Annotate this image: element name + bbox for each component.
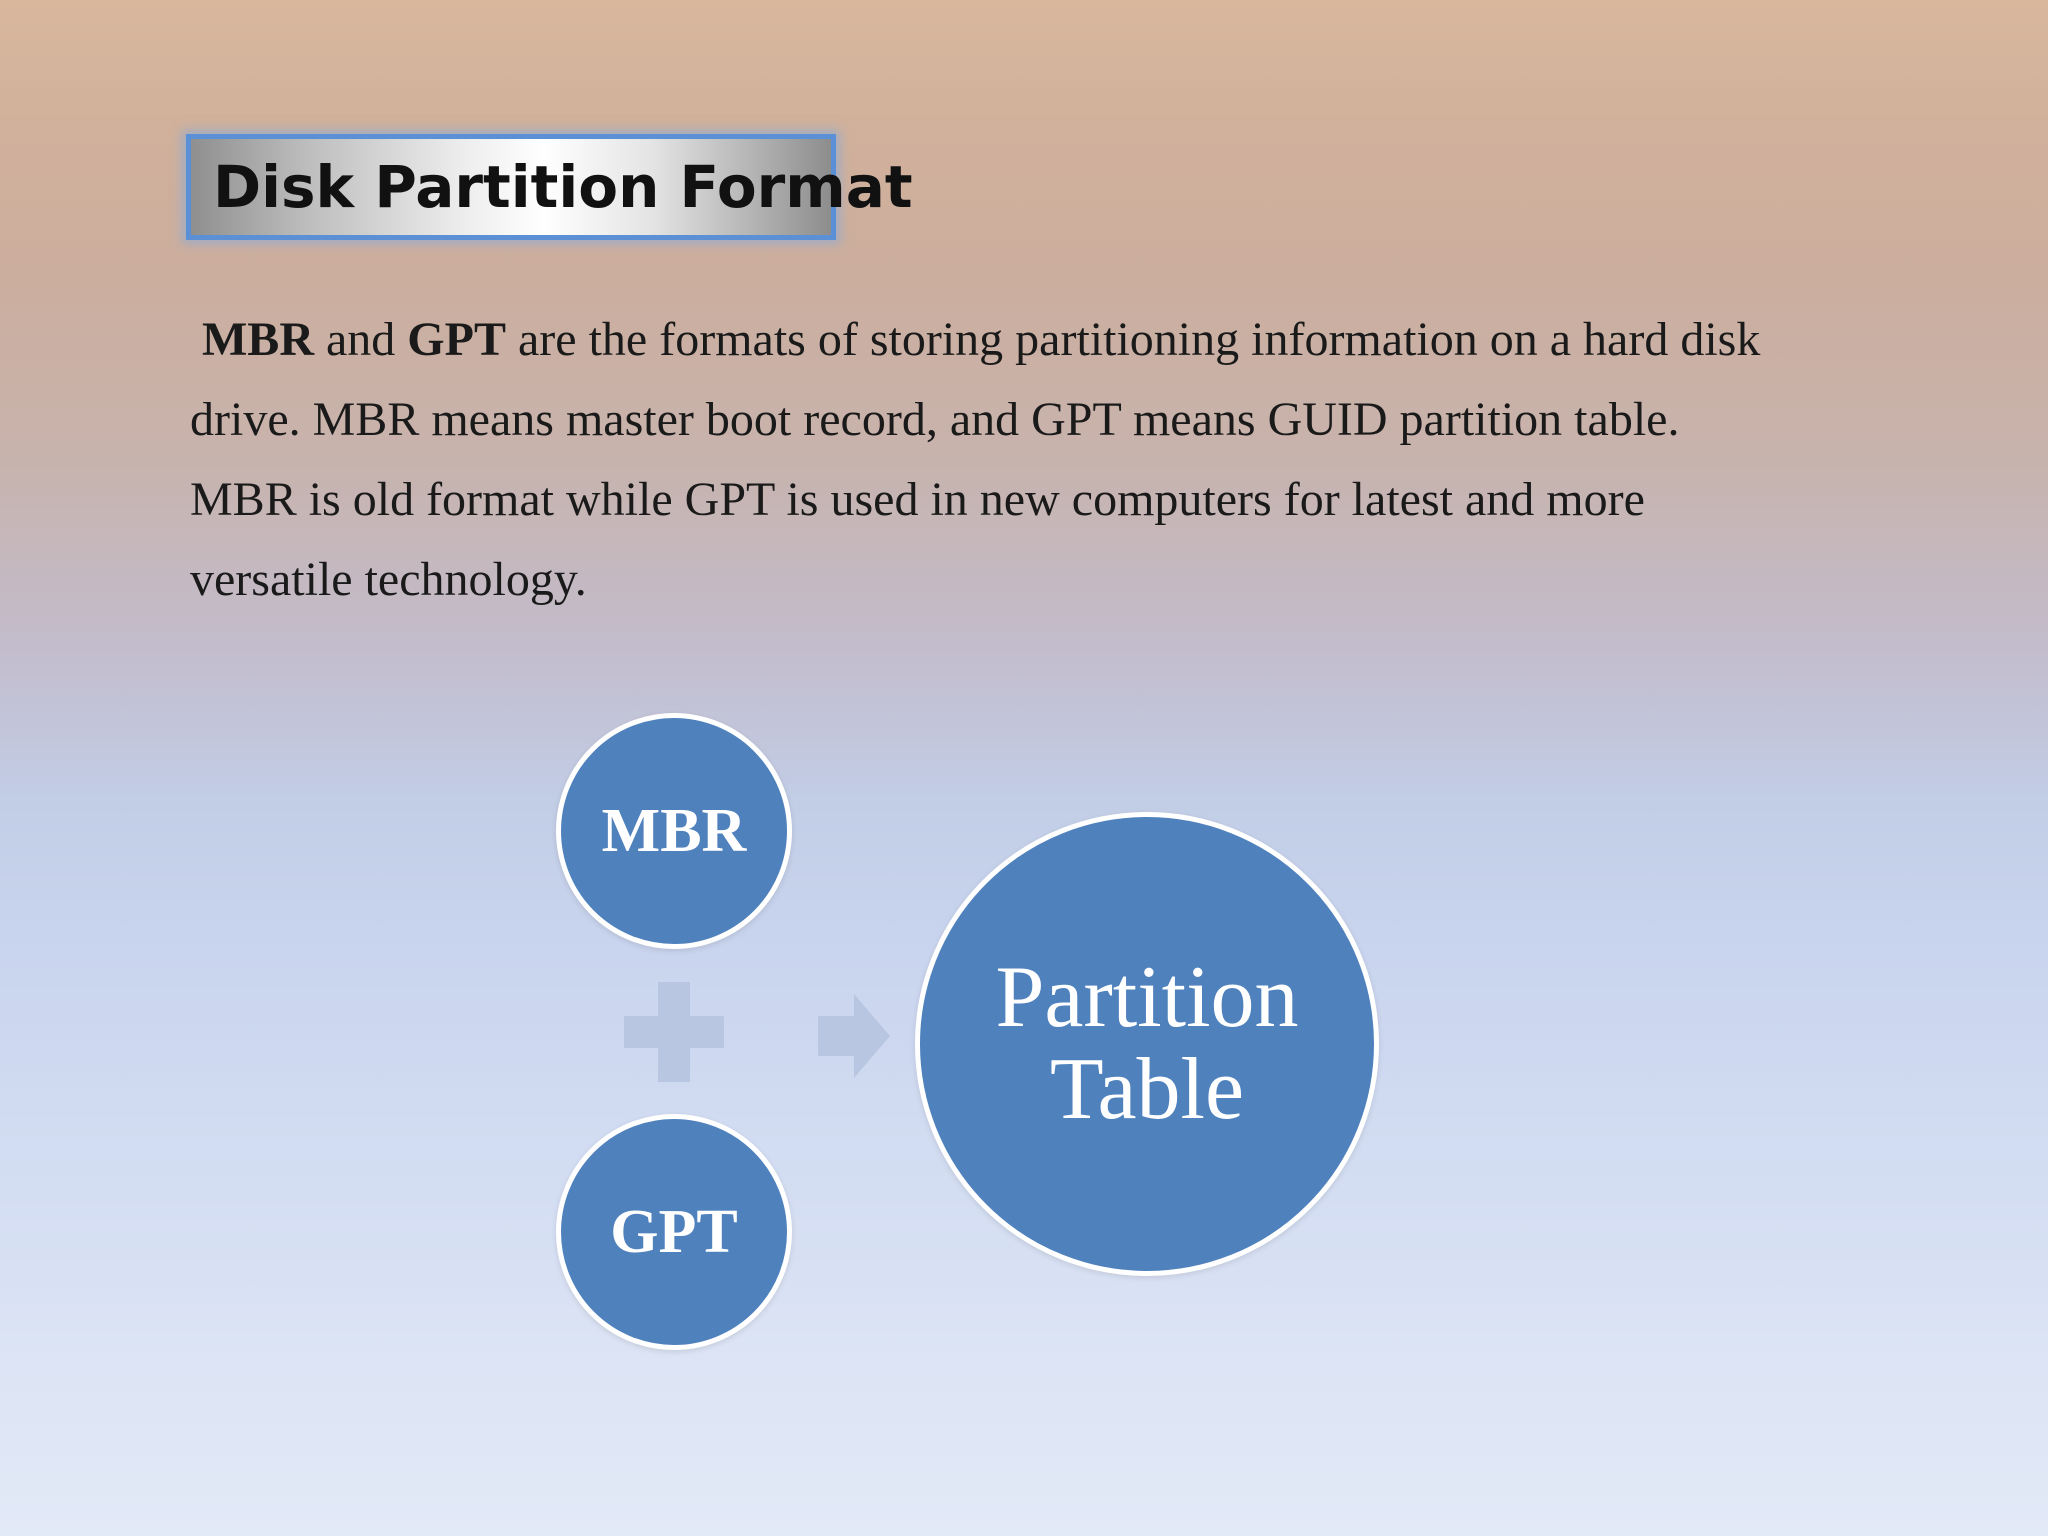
slide-title: Disk Partition Format [213,153,913,221]
slide-title-box: Disk Partition Format [186,134,913,240]
plus-icon [624,982,724,1082]
partition-table-circle: Partition Table [915,812,1379,1276]
paragraph-rest: are the formats of storing partitioning … [190,313,1761,606]
gpt-circle: GPT [556,1114,792,1350]
mbr-circle: MBR [556,713,792,949]
mbr-label: MBR [601,796,747,865]
body-paragraph: MBR and GPT are the formats of storing p… [190,300,1770,620]
partition-table-line1: Partition [995,949,1299,1046]
paragraph-conjunction: and [313,313,408,366]
gpt-label: GPT [610,1197,738,1266]
arrow-right-icon [818,994,890,1078]
term-mbr: MBR [202,313,314,366]
partition-table-line2: Table [1049,1041,1245,1138]
term-gpt: GPT [407,313,506,366]
